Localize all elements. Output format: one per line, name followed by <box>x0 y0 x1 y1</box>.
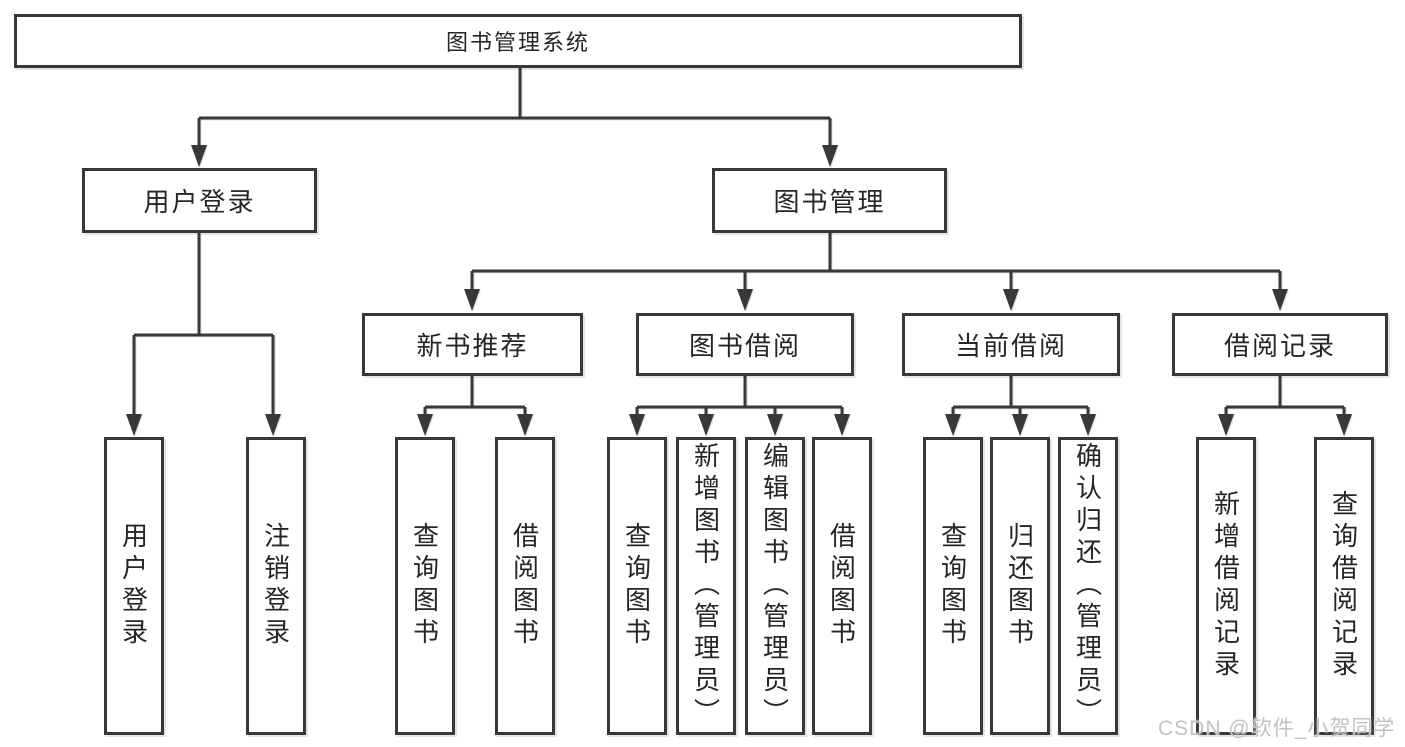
arrow-down-icon <box>1272 289 1288 311</box>
leaf-confirm-return-admin: 确认归还（管理员） <box>1058 437 1118 735</box>
leaf-query-borrow-record: 查询借阅记录 <box>1314 437 1374 735</box>
arrow-down-icon <box>126 414 142 436</box>
leaf-edit-book-admin: 编辑图书（管理员） <box>745 437 805 735</box>
arrow-down-icon <box>767 414 783 436</box>
node-new-book-recommend: 新书推荐 <box>362 313 583 376</box>
arrow-down-icon <box>1012 414 1028 436</box>
arrow-down-icon <box>822 145 838 167</box>
leaf-query-books-recommend: 查询图书 <box>395 437 455 735</box>
arrow-down-icon <box>698 414 714 436</box>
node-current-borrow: 当前借阅 <box>902 313 1120 376</box>
leaf-add-book-admin: 新增图书（管理员） <box>676 437 736 735</box>
node-root: 图书管理系统 <box>14 14 1022 68</box>
arrow-down-icon <box>1003 289 1019 311</box>
node-borrow-records: 借阅记录 <box>1172 313 1388 376</box>
branch-user-login <box>126 233 281 436</box>
node-book-borrow: 图书借阅 <box>636 313 854 376</box>
leaf-logout: 注销登录 <box>246 437 306 735</box>
leaf-return-book: 归还图书 <box>990 437 1050 735</box>
csdn-watermark: CSDN @软件_小贺同学 <box>1158 717 1396 740</box>
branch-current-borrow <box>945 376 1096 436</box>
node-user-login: 用户登录 <box>82 168 317 233</box>
leaf-add-borrow-record: 新增借阅记录 <box>1196 437 1256 735</box>
arrow-down-icon <box>1080 414 1096 436</box>
leaf-user-login: 用户登录 <box>104 437 164 735</box>
arrow-down-icon <box>737 289 753 311</box>
branch-book-borrow <box>629 376 850 436</box>
arrow-down-icon <box>191 145 207 167</box>
arrow-down-icon <box>265 414 281 436</box>
branch-book-management <box>464 232 1288 311</box>
arrow-down-icon <box>945 414 961 436</box>
arrow-down-icon <box>464 289 480 311</box>
leaf-query-books-borrow: 查询图书 <box>607 437 667 735</box>
leaf-query-books-current: 查询图书 <box>923 437 983 735</box>
arrow-down-icon <box>1336 414 1352 436</box>
leaf-borrow-books-recommend: 借阅图书 <box>495 437 555 735</box>
arrow-down-icon <box>517 414 533 436</box>
branch-new-book-recommend <box>417 376 533 436</box>
branch-root <box>191 68 838 167</box>
arrow-down-icon <box>417 414 433 436</box>
arrow-down-icon <box>629 414 645 436</box>
node-book-management: 图书管理 <box>712 168 947 233</box>
branch-borrow-records <box>1218 376 1352 436</box>
arrow-down-icon <box>834 414 850 436</box>
arrow-down-icon <box>1218 414 1234 436</box>
leaf-borrow-books: 借阅图书 <box>812 437 872 735</box>
